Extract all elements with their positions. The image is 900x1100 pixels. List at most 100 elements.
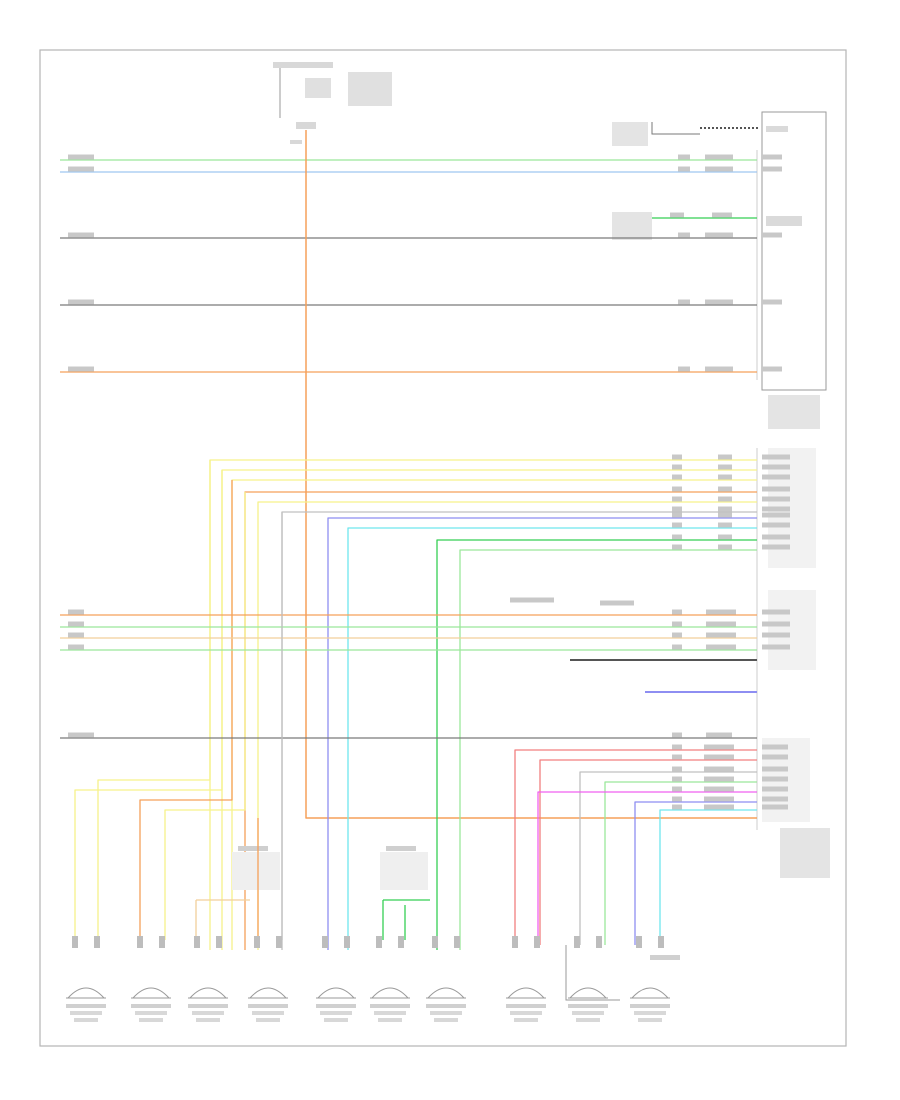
speaker-wire-7: [347, 527, 757, 950]
connector-pin: [344, 936, 350, 948]
wire-label: [706, 609, 736, 615]
wire-label: [718, 486, 732, 492]
connector-pin: [216, 936, 222, 948]
wire-label: [706, 644, 736, 650]
connector-pin: [322, 936, 328, 948]
rear-speaker-wire-2: [579, 771, 757, 945]
speaker-label-line: [248, 1004, 288, 1008]
speaker-label-line: [66, 1004, 106, 1008]
upper-pin-label: [762, 366, 782, 372]
upper-wire-num: [678, 366, 690, 372]
wire-label: [672, 644, 682, 650]
wire-label: [672, 506, 682, 512]
lf-speaker-wire-b: [74, 470, 223, 940]
wire-group: [60, 130, 790, 950]
wire-label: [672, 454, 682, 460]
wire-label: [762, 621, 790, 627]
speaker-cone: [249, 987, 287, 999]
wire-label: [706, 732, 732, 738]
connector-pin: [596, 936, 602, 948]
speaker-8: [568, 936, 608, 1022]
wire-label: [704, 766, 734, 772]
wire-label: [762, 786, 788, 792]
wire-label: [762, 544, 790, 550]
wire-label: [68, 632, 84, 638]
rear-speaker-wire-0: [514, 749, 757, 945]
upper-wire-color-label: [705, 366, 733, 372]
speaker-wire-5: [281, 511, 757, 950]
connector-pin: [454, 936, 460, 948]
connector-pin: [636, 936, 642, 948]
wire-label: [672, 512, 682, 518]
wire-label: [762, 454, 790, 460]
wire-label: [672, 766, 682, 772]
speaker-0: [66, 936, 106, 1022]
connector-pin: [72, 936, 78, 948]
wire-label: [600, 600, 634, 606]
speaker-cone: [317, 987, 355, 999]
wire-label: [510, 597, 554, 603]
connector-pin: [94, 936, 100, 948]
right-door-amp-tag: [386, 846, 416, 851]
wire-label: [762, 496, 790, 502]
speaker-label-line: [374, 1011, 406, 1015]
upper-wire-num: [678, 154, 690, 160]
wire-label: [704, 804, 734, 810]
connector-pin: [432, 936, 438, 948]
speaker-cone: [132, 987, 170, 999]
subwoofer-bracket: [565, 945, 620, 1001]
wire-label: [762, 804, 788, 810]
speaker-label-line: [188, 1004, 228, 1008]
left-door-amp-tag: [238, 846, 268, 851]
upper-wire-code: [68, 166, 94, 172]
upper-wire-code: [68, 232, 94, 238]
speaker-label-line: [378, 1018, 402, 1022]
wire-label: [762, 754, 788, 760]
speaker-label-line: [256, 1018, 280, 1022]
wire-label: [672, 464, 682, 470]
wire-label: [704, 754, 734, 760]
upper-wire-color-label: [705, 299, 733, 305]
connector-pin: [512, 936, 518, 948]
connector-pin: [658, 936, 664, 948]
wire-label: [672, 732, 682, 738]
wire-label: [718, 522, 732, 528]
wire-label: [718, 474, 732, 480]
wire-label: [672, 786, 682, 792]
wire-label: [704, 786, 734, 792]
speaker-label-line: [196, 1018, 220, 1022]
speaker-label-line: [568, 1004, 608, 1008]
speaker-wire-1: [221, 469, 757, 950]
speaker-1: [131, 936, 171, 1022]
wire-label: [762, 522, 790, 528]
wire-label: [672, 804, 682, 810]
speaker-label-line: [74, 1018, 98, 1022]
speaker-cone: [631, 987, 669, 999]
speaker-cone: [569, 987, 607, 999]
speaker-6: [426, 936, 466, 1022]
speaker-label-line: [316, 1004, 356, 1008]
wire-label: [672, 754, 682, 760]
wire-label: [706, 632, 736, 638]
orange-trunk: [305, 130, 757, 819]
speaker-label-line: [630, 1004, 670, 1008]
speaker-label-line: [576, 1018, 600, 1022]
connector-pin: [194, 936, 200, 948]
speaker-wire-4: [257, 501, 757, 950]
radio-module-upper: [612, 111, 827, 429]
rear-speaker-wire-5: [634, 801, 757, 945]
upper-wire-color-label: [705, 154, 733, 160]
wire-label: [672, 534, 682, 540]
lf-speaker-wire-a: [97, 460, 211, 940]
wire-label: [672, 621, 682, 627]
speaker-cone: [189, 987, 227, 999]
speaker-4: [316, 936, 356, 1022]
speaker-label-line: [514, 1018, 538, 1022]
upper-wire-color-label: [705, 166, 733, 172]
speaker-label-line: [131, 1004, 171, 1008]
diagram-border: [39, 49, 847, 1047]
upper-wire-num: [678, 166, 690, 172]
wire-label: [672, 486, 682, 492]
fuse-block: [273, 62, 392, 144]
